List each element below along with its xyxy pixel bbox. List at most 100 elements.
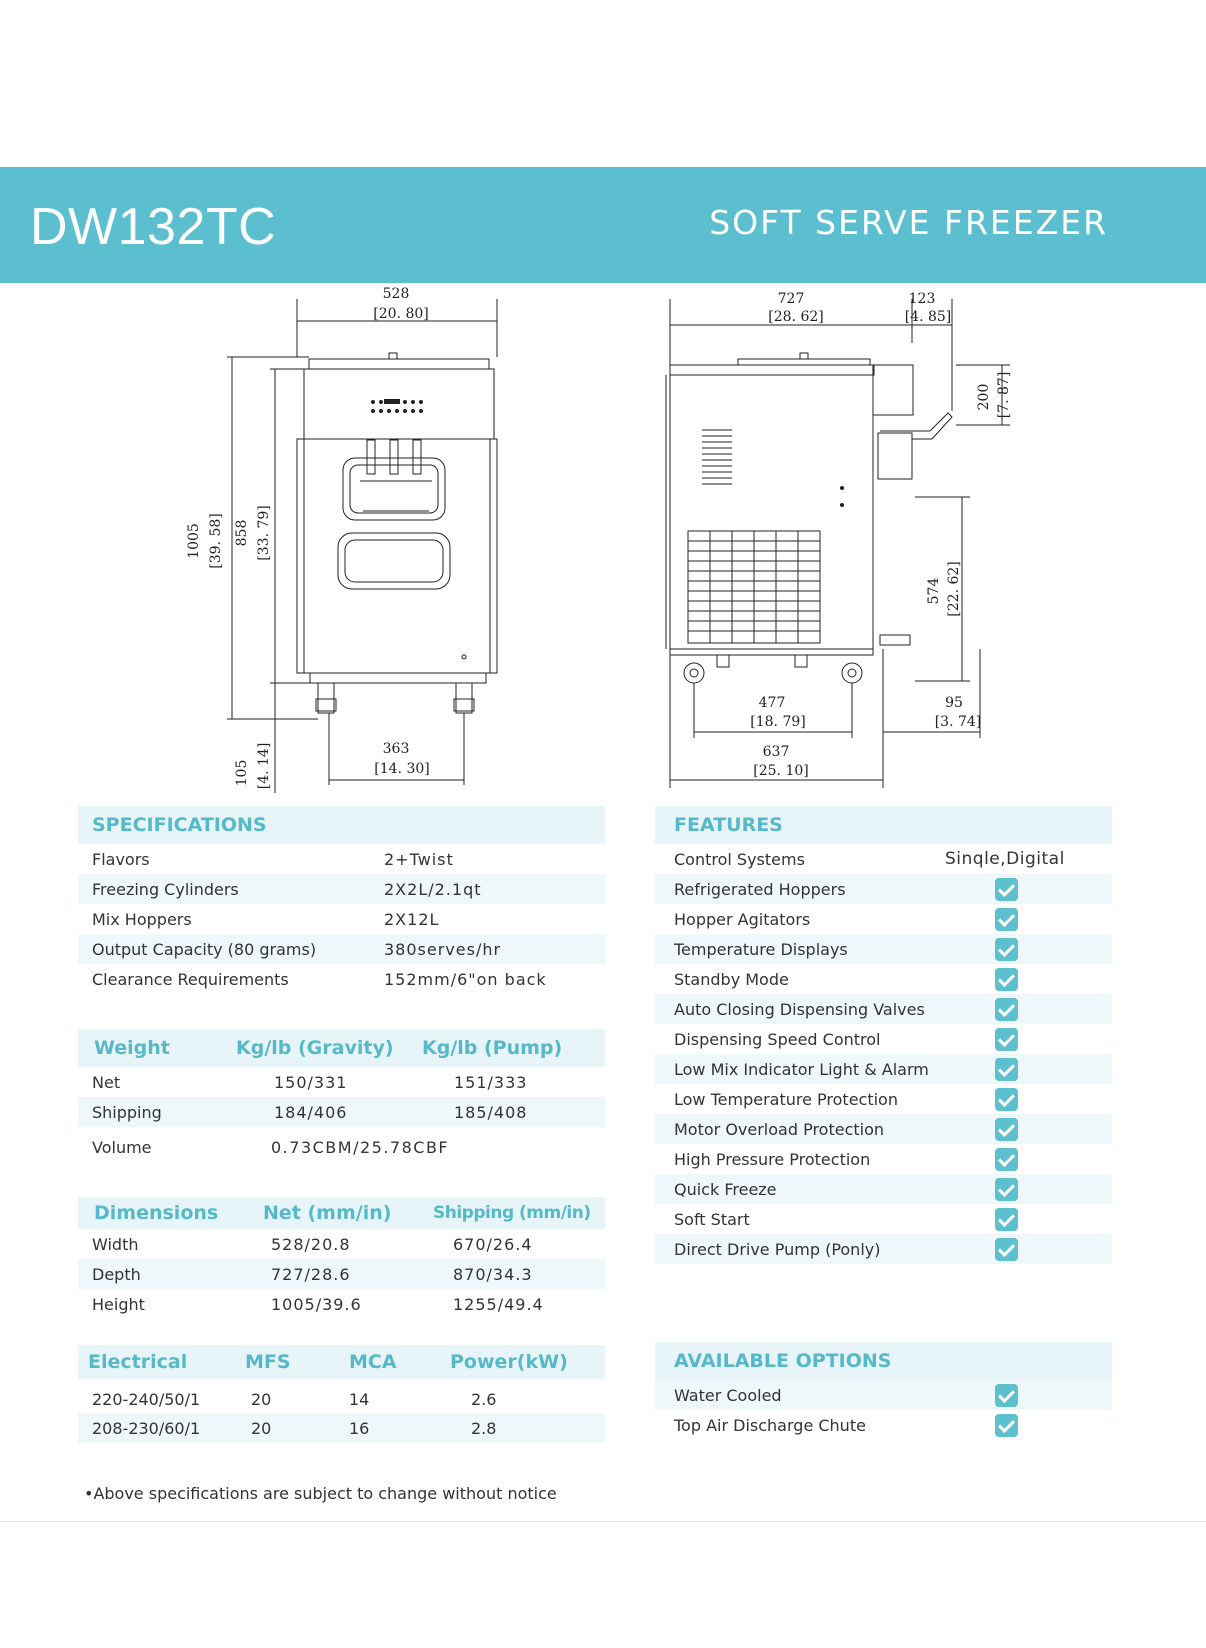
option-row-label: Top Air Discharge Chute [674, 1415, 866, 1435]
spout-mm: 123 [909, 291, 936, 307]
specifications-header: SPECIFICATIONS [78, 806, 605, 844]
feature-row: Low Mix Indicator Light & Alarm [655, 1054, 1112, 1084]
spec-label: Freezing Cylinders [92, 879, 239, 899]
weight-col-label: Weight [94, 1037, 170, 1059]
weight-gravity: 150/331 [274, 1072, 348, 1092]
feature-row: Low Temperature Protection [655, 1084, 1112, 1114]
weight-section: Weight Kg/lb (Gravity) Kg/lb (Pump) Net … [78, 1029, 605, 1167]
weight-label: Net [92, 1072, 121, 1092]
electrical-row: 220-240/50/1 20 14 2.6 [78, 1379, 605, 1413]
option-row: Top Air Discharge Chute [655, 1410, 1112, 1440]
feature-row: Standby Mode [655, 964, 1112, 994]
electrical-power: 2.8 [471, 1418, 497, 1438]
feature-row-label: Refrigerated Hoppers [674, 879, 846, 899]
body-height-in: [33. 79] [256, 505, 272, 560]
base-depth-in: [25. 10] [753, 763, 808, 779]
feature-row: Hopper Agitators [655, 904, 1112, 934]
wheel-span-mm: 363 [383, 741, 410, 757]
options-title: AVAILABLE OPTIONS [674, 1350, 892, 1372]
title-banner: DW132TC SOFT SERVE FREEZER [0, 167, 1206, 283]
leg-height-in: [4. 14] [256, 743, 272, 790]
checkmark-icon [995, 1207, 1018, 1231]
electrical-mfs: 20 [251, 1418, 272, 1438]
features-title: FEATURES [674, 814, 783, 836]
model-number: DW132TC [30, 198, 277, 256]
electrical-label: 208-230/60/1 [92, 1418, 201, 1438]
checkmark-icon [995, 1413, 1018, 1437]
feature-row-label: Low Temperature Protection [674, 1089, 898, 1109]
features-section: FEATURES Control Systems Sinqle,Digital … [655, 806, 1112, 1264]
options-header: AVAILABLE OPTIONS [655, 1342, 1112, 1380]
dimensions-row: Height 1005/39.6 1255/49.4 [78, 1289, 605, 1319]
spec-row: Output Capacity (80 grams) 380serves/hr [78, 934, 605, 964]
features-header: FEATURES [655, 806, 1112, 844]
feature-row: High Pressure Protection [655, 1144, 1112, 1174]
feature-row-label: Soft Start [674, 1209, 750, 1229]
spec-row: Clearance Requirements 152mm/6"on back [78, 964, 605, 994]
weight-row: Shipping 184/406 185/408 [78, 1097, 605, 1127]
electrical-mca: 14 [349, 1389, 370, 1409]
tray-in: [3. 74] [935, 714, 982, 730]
checkmark-icon [995, 1027, 1018, 1051]
dimensions-row: Depth 727/28.6 870/34.3 [78, 1259, 605, 1289]
spout-height-mm: 200 [976, 384, 992, 411]
feature-row: Motor Overload Protection [655, 1114, 1112, 1144]
dimensions-col-shipping: Shipping (mm/in) [433, 1203, 591, 1223]
dimensions-section: Dimensions Net (mm/in) Shipping (mm/in) … [78, 1197, 605, 1319]
feature-row: Quick Freeze [655, 1174, 1112, 1204]
checkmark-icon [995, 937, 1018, 961]
feature-row-label: Hopper Agitators [674, 909, 811, 929]
spec-row: Flavors 2+Twist [78, 844, 605, 874]
dimensions-label: Width [92, 1234, 139, 1254]
checkmark-icon [995, 1147, 1018, 1171]
side-depth-in: [28. 62] [768, 309, 823, 325]
feature-row-label: High Pressure Protection [674, 1149, 871, 1169]
bottom-divider [0, 1521, 1206, 1522]
checkmark-icon [995, 997, 1018, 1021]
option-row-label: Water Cooled [674, 1385, 782, 1405]
dimensions-row: Width 528/20.8 670/26.4 [78, 1229, 605, 1259]
side-view-drawing [665, 299, 1010, 788]
weight-col-pump: Kg/lb (Pump) [422, 1037, 563, 1059]
technical-drawings: 528 [20. 80] 1005 [39. 58] 858 [33. 79] … [0, 283, 1206, 795]
drip-height-in: [22. 62] [946, 561, 962, 616]
weight-gravity: 184/406 [274, 1102, 348, 1122]
spout-in: [4. 85] [905, 309, 952, 325]
front-height-in: [39. 58] [208, 513, 224, 568]
feature-row: Refrigerated Hoppers [655, 874, 1112, 904]
front-width-in: [20. 80] [373, 306, 428, 322]
weight-header: Weight Kg/lb (Gravity) Kg/lb (Pump) [78, 1029, 605, 1067]
feature-row-control: Control Systems Sinqle,Digital [655, 844, 1112, 874]
spec-value: 2X12L [384, 909, 440, 929]
electrical-section: Electrical MFS MCA Power(kW) 220-240/50/… [78, 1345, 605, 1443]
dimensions-shipping: 670/26.4 [453, 1234, 533, 1254]
checkmark-icon [995, 907, 1018, 931]
front-height-mm: 1005 [186, 523, 202, 559]
electrical-power: 2.6 [471, 1389, 497, 1409]
checkmark-icon [995, 967, 1018, 991]
spout-height-in: [7. 87] [996, 372, 1012, 419]
feature-row-label: Temperature Displays [674, 939, 848, 959]
front-view-drawing [227, 299, 498, 793]
checkmark-icon [995, 1177, 1018, 1201]
leg-height-mm: 105 [234, 760, 250, 787]
checkmark-icon [995, 877, 1018, 901]
weight-row: Net 150/331 151/333 [78, 1067, 605, 1097]
volume-label: Volume [92, 1137, 152, 1157]
tray-mm: 95 [945, 695, 963, 711]
volume-value: 0.73CBM/25.78CBF [271, 1137, 450, 1157]
wheelbase-mm: 477 [759, 695, 786, 711]
electrical-label: 220-240/50/1 [92, 1389, 201, 1409]
feature-row: Direct Drive Pump (Ponly) [655, 1234, 1112, 1264]
dimensions-label: Depth [92, 1264, 141, 1284]
electrical-header: Electrical MFS MCA Power(kW) [78, 1345, 605, 1379]
weight-pump: 151/333 [454, 1072, 528, 1092]
spec-value: 152mm/6"on back [384, 969, 547, 989]
specifications-section: SPECIFICATIONS Flavors 2+Twist Freezing … [78, 806, 605, 994]
drip-height-mm: 574 [926, 578, 942, 605]
weight-pump: 185/408 [454, 1102, 528, 1122]
front-width-mm: 528 [383, 286, 410, 302]
electrical-mca: 16 [349, 1418, 370, 1438]
feature-row: Temperature Displays [655, 934, 1112, 964]
